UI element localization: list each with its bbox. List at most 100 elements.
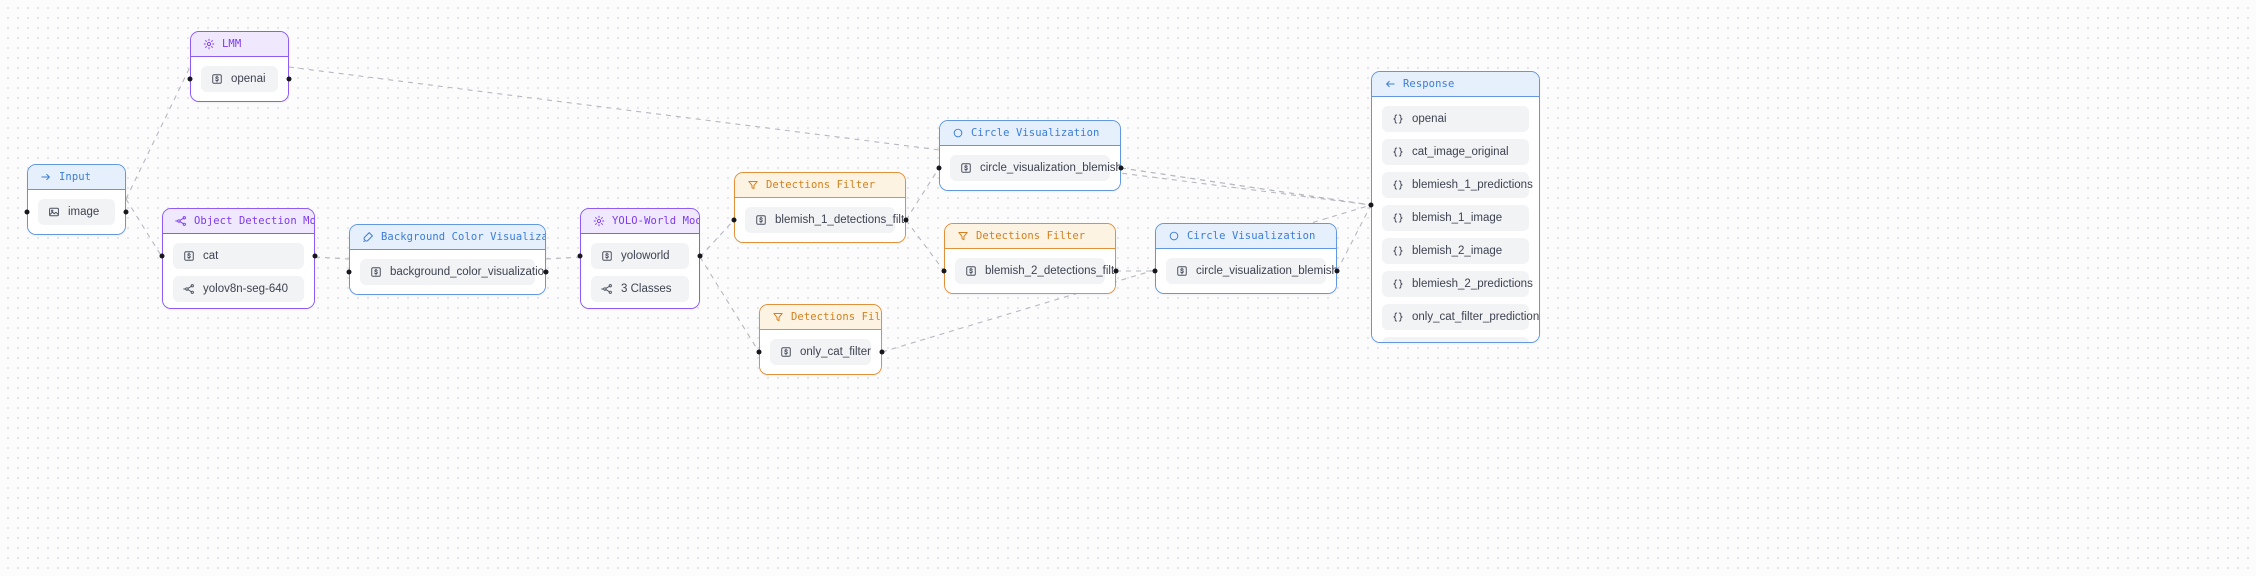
- response-output-label: blemish_1_image: [1412, 212, 1503, 224]
- response-output-item[interactable]: blemiesh_1_predictions: [1382, 172, 1533, 198]
- response-panel-header[interactable]: Response: [1372, 72, 1539, 97]
- node-header-background-color-visualization[interactable]: Background Color Visualization: [350, 225, 545, 250]
- connection-port[interactable]: [1334, 268, 1340, 274]
- braces-icon: [1392, 311, 1404, 323]
- node-row-label: background_color_visualization: [390, 266, 546, 278]
- response-output-label: blemish_2_image: [1412, 245, 1503, 257]
- node-row[interactable]: blemish_1_detections_filter: [745, 207, 905, 233]
- dollar-box-icon: [780, 346, 792, 358]
- node-title: Detections Filter: [976, 230, 1086, 242]
- node-row[interactable]: only_cat_filter: [770, 339, 871, 365]
- connection-port[interactable]: [187, 76, 193, 82]
- node-row[interactable]: cat: [173, 243, 304, 269]
- response-output-item[interactable]: first_cat: [1382, 337, 1529, 342]
- node-body-circle-visualization-blemish-1: circle_visualization_blemish_1: [940, 146, 1120, 190]
- response-output-item[interactable]: only_cat_filter_predictions: [1382, 304, 1539, 330]
- node-header-object-detection-model[interactable]: Object Detection Model: [163, 209, 314, 234]
- node-row[interactable]: 3 Classes: [591, 276, 689, 302]
- connection-port[interactable]: [936, 165, 942, 171]
- dollar-box-icon: [370, 266, 382, 278]
- edge-yolo-to-filter1: [699, 219, 735, 258]
- arrow-left-icon[interactable]: [1384, 78, 1396, 90]
- connection-port[interactable]: [1152, 268, 1158, 274]
- node-title: Circle Visualization: [971, 127, 1100, 139]
- gear-icon: [593, 215, 605, 227]
- dollar-box-icon: [960, 162, 972, 174]
- node-background-color-visualization[interactable]: Background Color Visualization background…: [349, 224, 546, 295]
- node-body-object-detection-model: cat yolov8n-seg-640: [163, 234, 314, 308]
- edge-odm-to-bgviz: [314, 256, 350, 260]
- edge-circle2-to-response: [1336, 204, 1372, 272]
- node-row[interactable]: image: [38, 199, 115, 225]
- response-panel[interactable]: Response openai cat_image_original blemiesh…: [1371, 71, 1540, 343]
- node-detections-filter-blemish-1[interactable]: Detections Filter blemish_1_detections_fi…: [734, 172, 906, 243]
- node-body-input: image: [28, 190, 125, 234]
- node-circle-visualization-blemish-2[interactable]: Circle Visualization circle_visualization…: [1155, 223, 1337, 294]
- node-header-detections-filter-blemish-2[interactable]: Detections Filter: [945, 224, 1115, 249]
- node-row[interactable]: circle_visualization_blemish_1: [950, 155, 1120, 181]
- node-row[interactable]: yolov8n-seg-640: [173, 276, 304, 302]
- node-title: YOLO-World Model: [612, 215, 699, 227]
- node-lmm[interactable]: LMM openai: [190, 31, 289, 102]
- node-header-input[interactable]: Input: [28, 165, 125, 190]
- node-header-circle-visualization-blemish-1[interactable]: Circle Visualization: [940, 121, 1120, 146]
- node-row[interactable]: blemish_2_detections_filter: [955, 258, 1115, 284]
- node-yolo-world-model[interactable]: YOLO-World Model yoloworld 3 Classes: [580, 208, 700, 309]
- response-panel-title: Response: [1403, 78, 1455, 90]
- response-output-item[interactable]: openai: [1382, 106, 1529, 132]
- node-row-label: circle_visualization_blemish_1: [980, 162, 1121, 174]
- response-output-item[interactable]: blemish_2_image: [1382, 238, 1529, 264]
- connection-port[interactable]: [543, 269, 549, 275]
- response-output-label: only_cat_filter_predictions: [1412, 311, 1540, 323]
- node-row[interactable]: circle_visualization_blemish_2: [1166, 258, 1336, 284]
- node-header-detections-filter-only-cat[interactable]: Detections Filter: [760, 305, 881, 330]
- node-header-detections-filter-blemish-1[interactable]: Detections Filter: [735, 173, 905, 198]
- node-title: Detections Filter: [791, 311, 881, 323]
- node-title: Input: [59, 171, 92, 183]
- connection-port[interactable]: [756, 349, 762, 355]
- node-row[interactable]: background_color_visualization: [360, 259, 545, 285]
- connection-port[interactable]: [879, 349, 885, 355]
- dollar-box-icon: [965, 265, 977, 277]
- node-object-detection-model[interactable]: Object Detection Model cat yolov8n-seg-640: [162, 208, 315, 309]
- connection-port[interactable]: [159, 253, 165, 259]
- connection-port[interactable]: [312, 253, 318, 259]
- connection-port[interactable]: [941, 268, 947, 274]
- funnel-icon: [957, 230, 969, 242]
- connection-port[interactable]: [1368, 202, 1374, 208]
- response-output-item[interactable]: blemiesh_2_predictions: [1382, 271, 1533, 297]
- funnel-icon: [772, 311, 784, 323]
- node-header-circle-visualization-blemish-2[interactable]: Circle Visualization: [1156, 224, 1336, 249]
- connection-port[interactable]: [286, 76, 292, 82]
- node-row[interactable]: yoloworld: [591, 243, 689, 269]
- node-header-yolo-world-model[interactable]: YOLO-World Model: [581, 209, 699, 234]
- connection-port[interactable]: [1118, 165, 1124, 171]
- connection-port[interactable]: [697, 253, 703, 259]
- funnel-icon: [747, 179, 759, 191]
- connection-port[interactable]: [24, 209, 30, 215]
- node-input[interactable]: Input image: [27, 164, 126, 235]
- response-output-item[interactable]: cat_image_original: [1382, 139, 1529, 165]
- braces-icon: [1392, 278, 1404, 290]
- node-circle-visualization-blemish-1[interactable]: Circle Visualization circle_visualization…: [939, 120, 1121, 191]
- connection-port[interactable]: [123, 209, 129, 215]
- connection-port[interactable]: [577, 253, 583, 259]
- connection-port[interactable]: [1113, 268, 1119, 274]
- node-detections-filter-blemish-2[interactable]: Detections Filter blemish_2_detections_fi…: [944, 223, 1116, 294]
- braces-icon: [1392, 179, 1404, 191]
- node-detections-filter-only-cat[interactable]: Detections Filter only_cat_filter: [759, 304, 882, 375]
- connection-port[interactable]: [346, 269, 352, 275]
- node-row-label: yolov8n-seg-640: [203, 283, 289, 295]
- node-title: Background Color Visualization: [381, 231, 545, 243]
- response-output-label: cat_image_original: [1412, 146, 1509, 158]
- edge-yolo-to-onlycat: [699, 256, 760, 353]
- connection-port[interactable]: [903, 217, 909, 223]
- node-row[interactable]: openai: [201, 66, 278, 92]
- response-output-item[interactable]: blemish_1_image: [1382, 205, 1529, 231]
- dollar-box-icon: [755, 214, 767, 226]
- connection-port[interactable]: [731, 217, 737, 223]
- node-row-label: cat: [203, 250, 219, 262]
- node-header-lmm[interactable]: LMM: [191, 32, 288, 57]
